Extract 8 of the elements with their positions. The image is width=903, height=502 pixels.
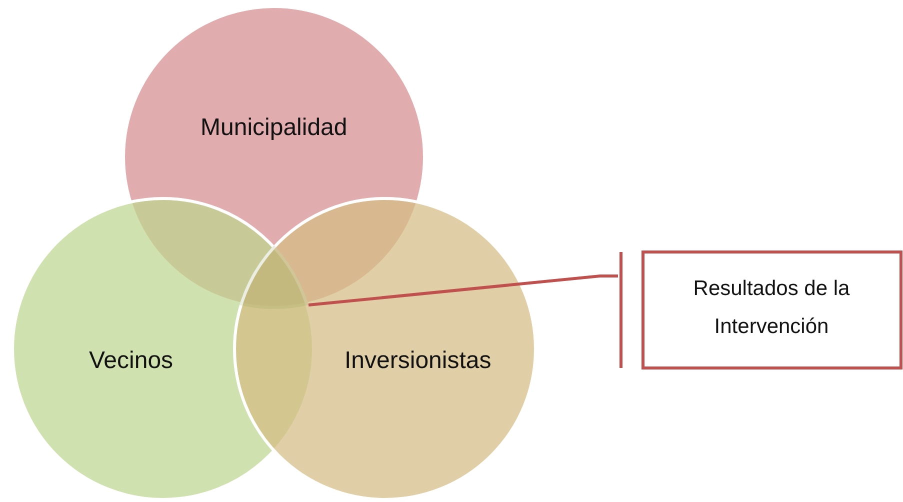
circle-label: Municipalidad bbox=[200, 114, 348, 142]
leader-line bbox=[308, 274, 618, 307]
overlap-region bbox=[240, 245, 308, 309]
circle-label: Inversionistas bbox=[344, 347, 492, 375]
circle-label: Vecinos bbox=[89, 347, 174, 375]
callout-box bbox=[618, 250, 903, 372]
venn-circle bbox=[233, 197, 537, 501]
callout-text: Resultados de la Intervención bbox=[692, 276, 851, 340]
